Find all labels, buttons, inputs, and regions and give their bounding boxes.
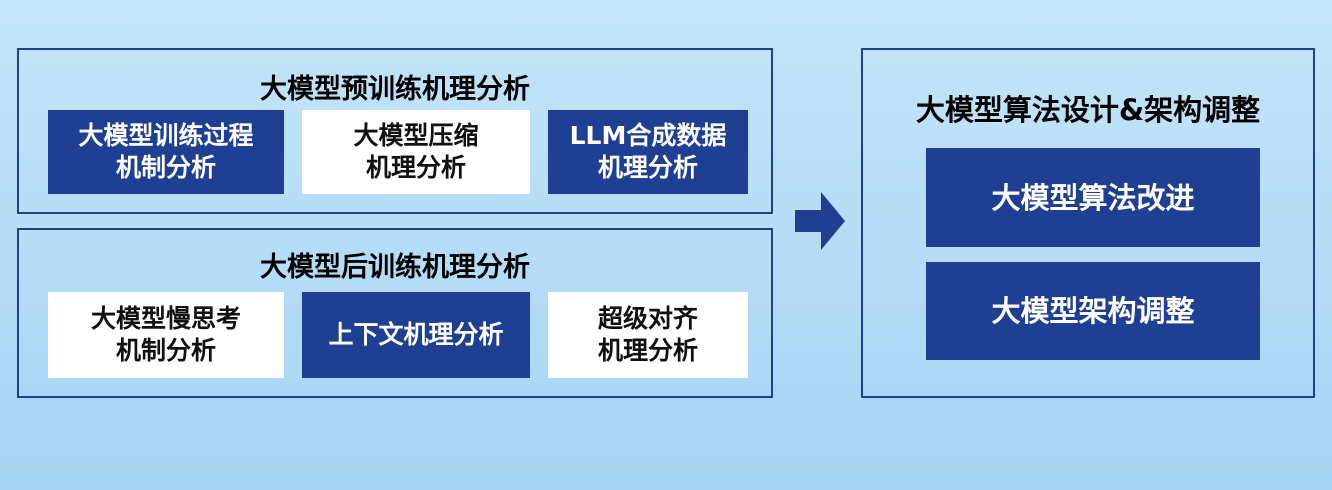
pretrain-panel: 大模型预训练机理分析 大模型训练过程 机制分析 大模型压缩 机理分析 LLM合成… bbox=[17, 48, 773, 214]
posttrain-title: 大模型后训练机理分析 bbox=[260, 252, 530, 283]
design-item-architecture-label: 大模型架构调整 bbox=[991, 294, 1195, 328]
posttrain-item-slow-thinking-line2: 机制分析 bbox=[115, 336, 216, 365]
design-panel: 大模型算法设计&架构调整 大模型算法改进 大模型架构调整 bbox=[861, 48, 1315, 398]
pretrain-item-training-process-line2: 机制分析 bbox=[115, 153, 216, 182]
posttrain-item-superalignment: 超级对齐 机理分析 bbox=[548, 292, 748, 378]
posttrain-panel: 大模型后训练机理分析 大模型慢思考 机制分析 上下文机理分析 超级对齐 机理分析 bbox=[17, 228, 773, 398]
pretrain-item-training-process-line1: 大模型训练过程 bbox=[78, 121, 254, 150]
pretrain-item-synthetic-data-line1: LLM合成数据 bbox=[569, 121, 727, 150]
arrow-right-icon bbox=[795, 192, 845, 250]
design-item-algorithm-label: 大模型算法改进 bbox=[991, 180, 1195, 215]
pretrain-title: 大模型预训练机理分析 bbox=[260, 74, 530, 105]
posttrain-item-superalignment-line1: 超级对齐 bbox=[597, 304, 698, 333]
pretrain-item-compression-line2: 机理分析 bbox=[365, 153, 466, 182]
pretrain-item-compression: 大模型压缩 机理分析 bbox=[302, 110, 530, 194]
design-item-algorithm: 大模型算法改进 bbox=[926, 148, 1260, 247]
posttrain-item-context-line1: 上下文机理分析 bbox=[328, 320, 504, 349]
posttrain-item-superalignment-line2: 机理分析 bbox=[597, 336, 698, 365]
pretrain-item-compression-line1: 大模型压缩 bbox=[353, 121, 479, 150]
posttrain-item-slow-thinking-line1: 大模型慢思考 bbox=[90, 304, 241, 333]
pretrain-item-synthetic-data-line2: 机理分析 bbox=[597, 153, 698, 182]
posttrain-item-context: 上下文机理分析 bbox=[302, 292, 530, 378]
pretrain-item-synthetic-data: LLM合成数据 机理分析 bbox=[548, 110, 748, 194]
design-item-architecture: 大模型架构调整 bbox=[926, 262, 1260, 360]
pretrain-item-training-process: 大模型训练过程 机制分析 bbox=[48, 110, 284, 194]
posttrain-item-slow-thinking: 大模型慢思考 机制分析 bbox=[48, 292, 284, 378]
design-title: 大模型算法设计&架构调整 bbox=[915, 93, 1261, 127]
